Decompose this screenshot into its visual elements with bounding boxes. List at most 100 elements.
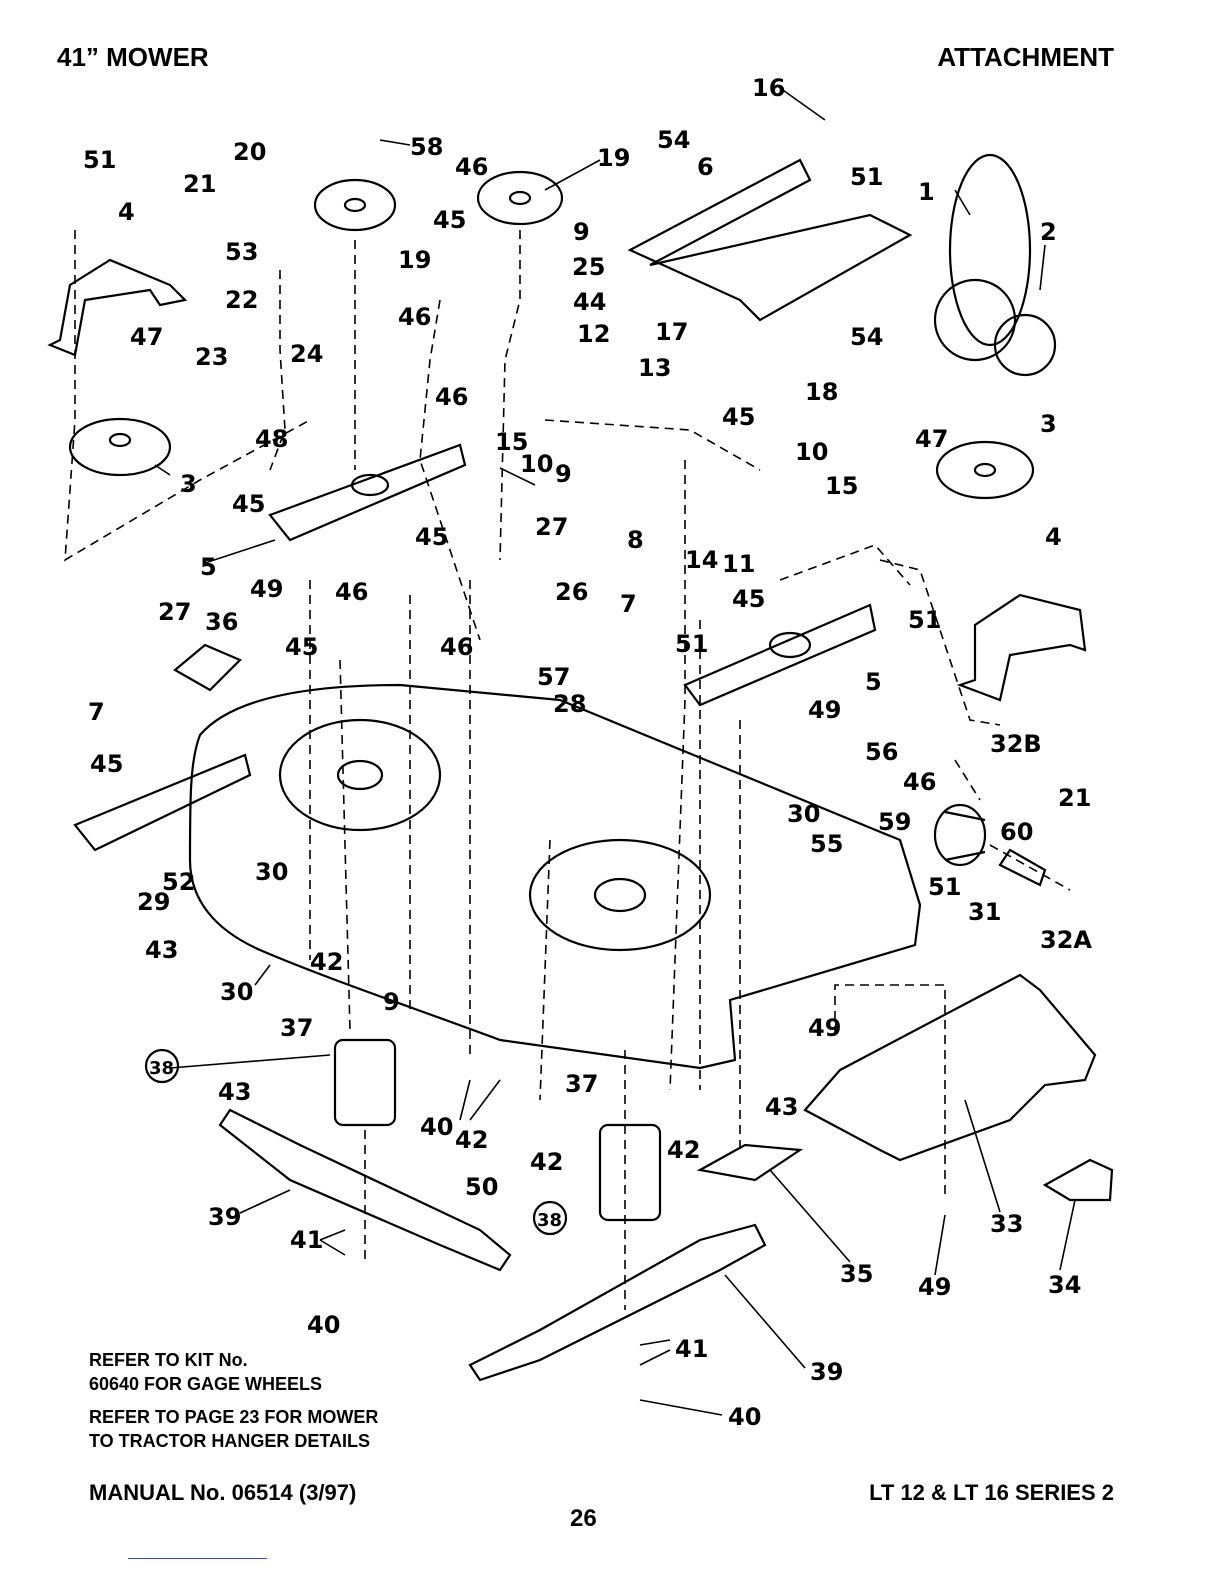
callout-34: 34: [1048, 1271, 1081, 1299]
callout-13: 13: [638, 354, 671, 382]
callout-54: 54: [657, 126, 690, 154]
spindle-38-right: [598, 1123, 662, 1222]
callout-24: 24: [290, 340, 323, 368]
callout-33: 33: [990, 1210, 1023, 1238]
callout-32b: 32B: [990, 730, 1042, 758]
hanger-reference-note: REFER TO PAGE 23 FOR MOWER TO TRACTOR HA…: [89, 1405, 378, 1453]
callout-45: 45: [90, 750, 123, 778]
callout-39: 39: [208, 1203, 241, 1231]
callout-45: 45: [285, 633, 318, 661]
callout-19: 19: [597, 144, 630, 172]
callout-17: 17: [655, 318, 688, 346]
callout-46: 46: [440, 633, 473, 661]
callout-49: 49: [918, 1273, 951, 1301]
bracket-4-left: [47, 258, 188, 357]
callout-38-circle: [532, 1200, 568, 1236]
decal-34: [1042, 1158, 1114, 1202]
hanger-note-line1: REFER TO PAGE 23 FOR MOWER: [89, 1407, 379, 1427]
bracket-29: [73, 753, 252, 852]
callout-3: 3: [180, 470, 197, 498]
callout-42: 42: [310, 948, 343, 976]
callout-56: 56: [865, 738, 898, 766]
callout-55: 55: [810, 830, 843, 858]
drive-belt: [948, 153, 1032, 347]
callout-29: 29: [137, 888, 170, 916]
callout-9: 9: [383, 988, 400, 1016]
callout-46: 46: [398, 303, 431, 331]
deck-spindle-left: [278, 718, 442, 832]
callout-21: 21: [183, 170, 216, 198]
callout-20: 20: [233, 138, 266, 166]
callout-16: 16: [752, 74, 785, 102]
callout-41: 41: [290, 1226, 323, 1254]
callout-38: 38: [149, 1058, 174, 1079]
bracket-4-right: [956, 593, 1087, 702]
callout-27: 27: [158, 598, 191, 626]
callout-42: 42: [455, 1126, 488, 1154]
callout-41: 41: [675, 1335, 708, 1363]
spindle-38-left: [333, 1038, 397, 1127]
pulley-3-right: [935, 440, 1035, 500]
callout-27: 27: [535, 513, 568, 541]
callout-51: 51: [928, 873, 961, 901]
callout-50: 50: [465, 1173, 498, 1201]
deck-spindle-right: [528, 838, 712, 952]
callout-46: 46: [335, 578, 368, 606]
roller-31: [933, 803, 987, 867]
lift-arm-6: [627, 158, 913, 322]
callout-7: 7: [88, 698, 105, 726]
divider-line: [128, 1558, 267, 1559]
callout-30: 30: [255, 858, 288, 886]
callout-36: 36: [205, 608, 238, 636]
callout-32a: 32A: [1040, 926, 1092, 954]
callout-60: 60: [1000, 818, 1033, 846]
callout-5: 5: [865, 668, 882, 696]
callout-2: 2: [1040, 218, 1057, 246]
callout-51: 51: [675, 630, 708, 658]
mower-deck: [188, 683, 922, 1070]
callout-38-circle: [144, 1048, 180, 1084]
blade-39-right: [468, 1223, 767, 1382]
callout-47: 47: [130, 323, 163, 351]
callout-6: 6: [697, 153, 714, 181]
kit-note-line1: REFER TO KIT No.: [89, 1350, 248, 1370]
kit-note-line2: 60640 FOR GAGE WHEELS: [89, 1374, 323, 1394]
kit-reference-note: REFER TO KIT No. 60640 FOR GAGE WHEELS: [89, 1348, 322, 1396]
callout-15: 15: [495, 428, 528, 456]
callout-40: 40: [728, 1403, 761, 1431]
callout-49: 49: [250, 575, 283, 603]
callout-54: 54: [850, 323, 883, 351]
callout-46: 46: [903, 768, 936, 796]
hanger-note-line2: TO TRACTOR HANGER DETAILS: [89, 1431, 371, 1451]
callout-45: 45: [732, 585, 765, 613]
callout-51: 51: [850, 163, 883, 191]
callout-37: 37: [280, 1014, 313, 1042]
plate-5-right: [683, 603, 877, 707]
callout-45: 45: [232, 490, 265, 518]
callout-10: 10: [520, 450, 553, 478]
plate-5-left: [268, 443, 467, 542]
callout-31: 31: [968, 898, 1001, 926]
callout-37: 37: [565, 1070, 598, 1098]
callout-40: 40: [307, 1311, 340, 1339]
callout-35: 35: [840, 1260, 873, 1288]
blade-39-left: [218, 1108, 512, 1272]
idler-pulley-19-center: [476, 170, 564, 226]
callout-21: 21: [1058, 784, 1091, 812]
callout-5: 5: [200, 553, 217, 581]
decal-36: [173, 643, 242, 692]
callout-38: 38: [537, 1210, 562, 1231]
callout-42: 42: [667, 1136, 700, 1164]
callout-43: 43: [765, 1093, 798, 1121]
page-number: 26: [570, 1505, 597, 1532]
callout-4: 4: [118, 198, 135, 226]
callout-51: 51: [908, 606, 941, 634]
callout-58: 58: [410, 133, 443, 161]
idler-pulley-19-left: [313, 178, 397, 232]
callout-52: 52: [162, 868, 195, 896]
callout-1: 1: [918, 178, 935, 206]
callout-45: 45: [722, 403, 755, 431]
callout-30: 30: [787, 800, 820, 828]
callout-49: 49: [808, 696, 841, 724]
